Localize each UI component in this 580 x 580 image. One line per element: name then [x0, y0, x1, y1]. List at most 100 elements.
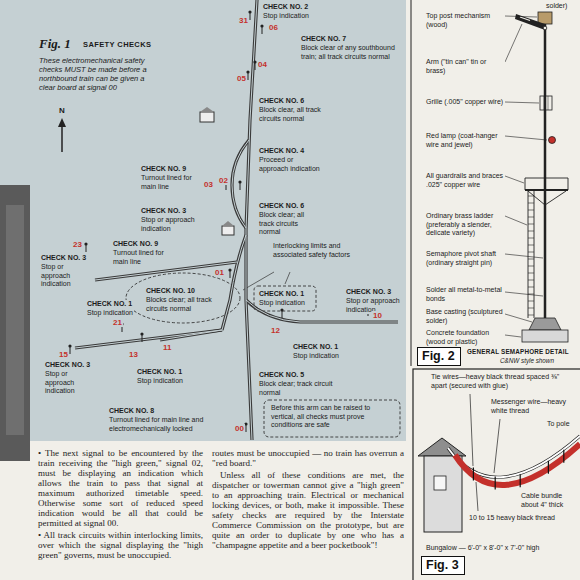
check-heading: CHECK NO. 2 — [262, 3, 309, 12]
leader-line — [285, 272, 290, 284]
part-label: Messenger wire—heavy white thread — [490, 398, 577, 415]
intro-note: These electromechanical safety checks MU… — [38, 56, 158, 92]
signal-number: 12 — [270, 326, 281, 335]
leader-line — [470, 394, 473, 466]
signal-mast — [142, 335, 143, 342]
check-note: Block clear, all track circuits normal — [258, 106, 330, 123]
check-note: Turnout lined for main line — [140, 174, 200, 191]
check-heading: CHECK NO. 7 — [300, 35, 397, 44]
arm-stripe — [520, 17, 530, 21]
signal-number: 31 — [238, 16, 249, 25]
part-label: To pole — [546, 420, 571, 429]
ladder-rung — [528, 217, 534, 218]
leader-line — [505, 216, 527, 225]
signal-mast — [230, 271, 231, 278]
signal-number: 21 — [112, 318, 123, 327]
cable-bundle — [455, 444, 580, 485]
figure-subtitle: SAFETY CHECKS — [82, 41, 152, 50]
ladder-rail — [534, 190, 535, 318]
check-note: Blocks clear; all track circuits normal — [145, 296, 217, 313]
part-label: Top post mechanism (wood) — [425, 12, 505, 29]
body-text: routes must be unoccupied — no train has… — [212, 448, 404, 468]
interlocking-limit — [254, 286, 316, 311]
check-note: Stop or approach indication — [40, 263, 90, 289]
check-note: Turnout lined for main line and electrom… — [108, 416, 222, 433]
tower-building — [222, 226, 234, 235]
part-label: Cable bundle about 4" thick — [520, 492, 578, 509]
part-label: Semaphore pivot shaft (ordinary straight… — [425, 250, 505, 267]
check-note: Stop indication — [136, 377, 184, 386]
ladder-rung — [528, 196, 534, 197]
tie-wire — [495, 476, 496, 489]
check-heading: CHECK NO. 10 — [145, 287, 196, 296]
track-line — [75, 330, 222, 348]
ladder-rung — [528, 252, 534, 253]
track-gap — [232, 140, 249, 228]
track-line — [222, 235, 246, 330]
pivot-shaft — [543, 26, 547, 30]
ladder-rung — [528, 238, 534, 239]
leader-line — [505, 102, 539, 103]
part-label: All guardrails and braces .025" copper w… — [425, 172, 505, 189]
figure-label-box: Fig. 3 — [421, 556, 465, 575]
signal-number: 03 — [203, 180, 214, 189]
ladder-rung — [528, 210, 534, 211]
check-heading: CHECK NO. 3 — [44, 361, 91, 370]
signal-number: 02 — [218, 176, 229, 185]
signal-number: 13 — [128, 350, 139, 359]
brace — [528, 191, 545, 205]
signal-number: 05 — [236, 74, 247, 83]
tower-roof — [222, 221, 234, 226]
check-note: Proceed or approach indication — [258, 156, 325, 173]
check-heading: CHECK NO. 1 — [292, 343, 339, 352]
signal-number: 06 — [268, 23, 279, 32]
ladder-rung — [528, 203, 534, 204]
ladder-rung — [528, 245, 534, 246]
signal-head — [238, 180, 241, 183]
body-text: • All track circuits within interlocking… — [38, 530, 203, 560]
signal-number: 15 — [58, 350, 69, 359]
part-label: 10 to 15 heavy black thread — [468, 514, 570, 523]
bungalow-roof — [418, 438, 466, 456]
signal-mast — [282, 311, 283, 318]
figure-number: Fig. 2 — [422, 349, 456, 363]
ladder-rung — [528, 315, 534, 316]
grille — [540, 96, 552, 110]
grille-wire — [548, 96, 549, 110]
photo-strip — [0, 185, 30, 461]
part-label: Arm ("tin can" tin or brass) — [425, 58, 505, 75]
leader-line — [505, 176, 524, 183]
part-label: Ordinary brass ladder (preferably a slen… — [425, 212, 505, 238]
signal-number: 23 — [72, 240, 83, 249]
check-heading: CHECK NO. 8 — [108, 407, 155, 416]
north-label: N — [58, 107, 66, 116]
caption-note: C&NW style shown — [500, 357, 554, 366]
tower-roof — [200, 107, 214, 112]
tie-wire — [520, 474, 521, 487]
body-text: • The next signal to be encountered by t… — [38, 448, 203, 528]
ladder-rung — [528, 224, 534, 225]
part-label: Grille (.005" copper wire) — [425, 98, 505, 107]
check-note: Turnout lined for main line — [112, 249, 172, 266]
body-text: Unless all of these conditions are met, … — [212, 470, 404, 550]
signal-head — [260, 24, 263, 27]
bungalow-wall — [424, 456, 462, 532]
check-heading: CHECK NO. 3 — [345, 288, 392, 297]
leader-line — [243, 272, 274, 290]
check-heading: CHECK NO. 3 — [140, 207, 187, 216]
signal-mast — [86, 245, 87, 252]
check-heading: CHECK NO. 1 — [136, 368, 183, 377]
signal-number: 10 — [372, 311, 383, 320]
signal-mast — [240, 183, 241, 190]
signal-mast — [262, 27, 263, 34]
ladder-rung — [528, 273, 534, 274]
ladder-rung — [528, 287, 534, 288]
track-gap — [75, 330, 222, 348]
ladder-rung — [528, 231, 534, 232]
figure-label-box: Fig. 2 — [417, 347, 461, 366]
signal-number: 04 — [257, 60, 268, 69]
signal-head — [248, 10, 251, 13]
track-line — [246, 0, 257, 440]
check-heading: CHECK NO. 3 — [40, 254, 87, 263]
check-note: Stop indication — [86, 309, 134, 318]
